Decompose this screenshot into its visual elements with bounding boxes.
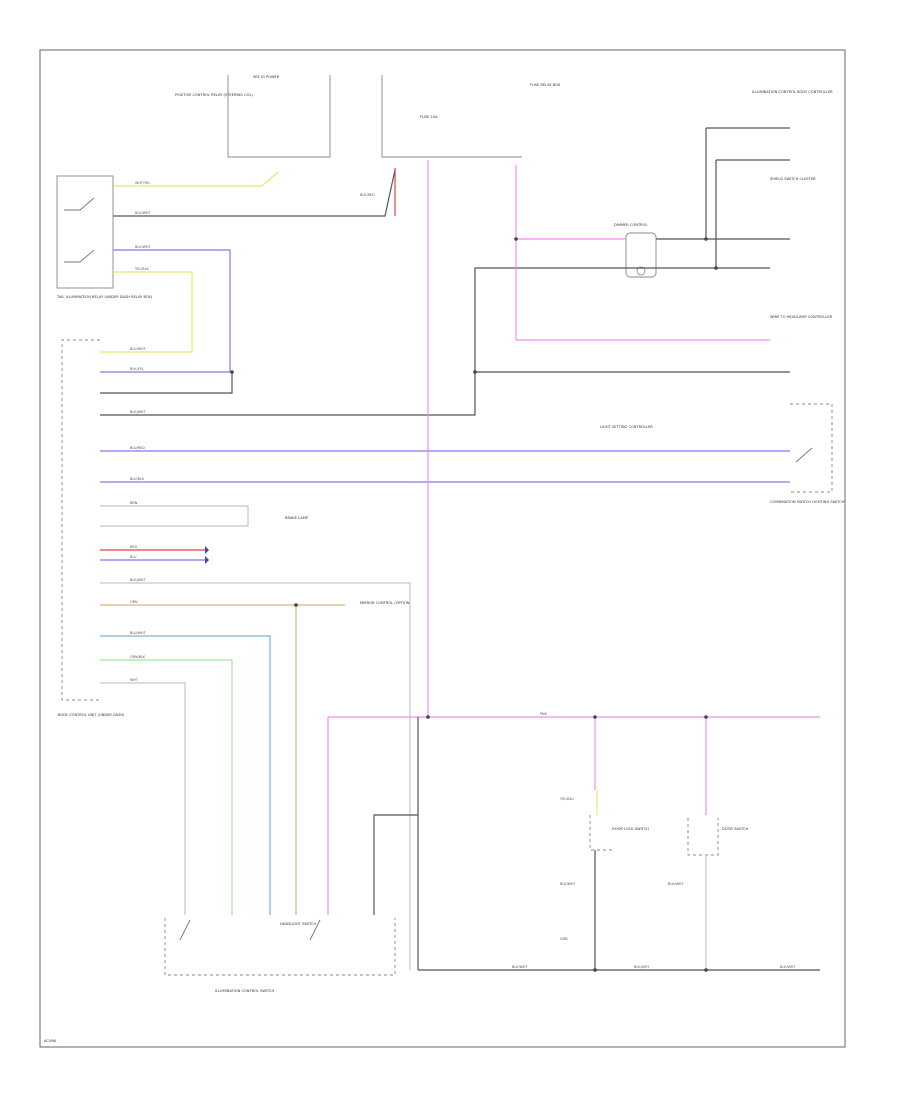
body-control-unit: BODY CONTROL UNIT (UNDER DASH) (58, 339, 125, 717)
door-switch-2: DOOR SWITCH (687, 818, 748, 856)
door-switch-2-label: DOOR SWITCH (722, 827, 748, 831)
diagram-frame (39, 49, 846, 1048)
illumination-control-switch: HEADLIGHT SWITCH ILLUMINATION CONTROL SW… (164, 918, 396, 993)
dimmer-label: DIMMER CONTROL (614, 223, 648, 227)
wire-blk-wht-top (113, 169, 396, 217)
dimmer-module: DIMMER CONTROL (614, 223, 657, 278)
top-ecu-block: SEE IG POWER POSITIVE CONTROL RELAY (STE… (175, 75, 331, 158)
top-right-label-1: ILLUMINATION CONTROL BODY CONTROLLER (752, 90, 833, 94)
wire-label-24: BLK/WHT (512, 965, 528, 969)
fuse-10a-label: FUSE 10A (420, 115, 438, 119)
fuse-relay-box: FUSE 10A FUSE RELAY BOX (381, 75, 561, 158)
wire-label-10: BLU/BLK (130, 477, 145, 481)
relay-label: TAIL ILLUMINATION RELAY (UNDER DASH RELA… (56, 295, 153, 299)
wire-grn-blk (100, 659, 233, 915)
wire-label-19: PNK (540, 712, 548, 716)
wire-label-6: BLU/WHT (130, 347, 147, 351)
bottom-caption: ILLUMINATION CONTROL SWITCH (215, 989, 275, 993)
wire-label-25: BLK/WHT (634, 965, 650, 969)
headlight-switch-label: HEADLIGHT SWITCH (280, 922, 316, 926)
junction-dots (230, 237, 718, 972)
wire-label-1: WHT/YEL (135, 181, 150, 185)
wire-pnk-right (515, 165, 770, 341)
wire-yel-blk-relay (100, 271, 193, 353)
top-right-label-2: SHIELD SWITCH CLUSTER (770, 177, 816, 181)
wire-label-26: BLK/WHT (780, 965, 796, 969)
top-ecu-label: SEE IG POWER (253, 75, 280, 79)
wire-labels: WHT/YEL BLK/WHT BLU/WHT YEL/BLK BLK/RED … (130, 181, 796, 969)
connector-arrows (205, 546, 209, 564)
door-switch-1-label: DOOR LOCK SWITCH (612, 827, 649, 831)
wire-blu-wht-bottom (100, 635, 271, 915)
wire-label-21: BLK/WHT (560, 882, 576, 886)
wire-label-17: GRN/BLK (130, 655, 146, 659)
wire-blu-wht-relay (100, 249, 231, 373)
brake-label: BRAKE LAMP (285, 516, 309, 520)
wire-gnd-switch (373, 814, 418, 915)
wire-label-12: RED (130, 545, 137, 549)
wire-label-20: YEL/BLU (560, 797, 574, 801)
wire-label-3: BLU/WHT (135, 245, 152, 249)
wire-wht-bottom (100, 582, 411, 970)
wire-blk-mid (100, 372, 233, 394)
wire-label-9: BLU/RED (130, 446, 145, 450)
top-ecu-side-label: POSITIVE CONTROL RELAY (STEERING COL) (175, 93, 253, 97)
wire-label-4: YEL/BLK (135, 267, 149, 271)
bcm-label: BODY CONTROL UNIT (UNDER DASH) (58, 713, 125, 717)
combo-switch-label: COMBINATION SWITCH LIGHTING SWITCH (770, 500, 845, 504)
door-switch-1: DOOR LOCK SWITCH (589, 815, 649, 851)
wire-wht-bcm-1 (100, 505, 249, 527)
wire-label-16: BLU/WHT (130, 631, 147, 635)
mirror-ctrl-label: MIRROR CONTROL (OPTION) (360, 601, 411, 605)
tail-illumination-relay: TAIL ILLUMINATION RELAY (UNDER DASH RELA… (56, 175, 153, 299)
wire-blk-long-1 (100, 267, 770, 416)
wire-label-18: WHT (130, 678, 139, 682)
wire-label-8: BLK/WHT (130, 410, 146, 414)
wire-wht-lower (100, 682, 186, 915)
footer-label: ACURA (44, 1039, 57, 1043)
wire-label-14: BLK/WHT (130, 578, 146, 582)
wire-label-2: BLK/WHT (135, 211, 151, 215)
fuse-relay-box-label: FUSE RELAY BOX (530, 83, 561, 87)
wire-wht-yel (113, 171, 279, 187)
wire-label-5: BLK/RED (360, 193, 375, 197)
wire-label-13: BLU (130, 555, 137, 559)
wire-label-11: BRN (130, 501, 138, 505)
wire-label-22: BLK/WHT (668, 882, 684, 886)
wire-label-23: GRN (560, 937, 568, 941)
combination-switch: COMBINATION SWITCH LIGHTING SWITCH (770, 403, 845, 504)
wire-label-7: BLK/YEL (130, 367, 144, 371)
wire-label-15: ORN (130, 600, 138, 604)
dash-ctrl-label: LIGHT SETTING CONTROLLER (600, 425, 653, 429)
top-right-label-3: WIRE TO HEADLAMP CONTROLLER (770, 315, 833, 319)
